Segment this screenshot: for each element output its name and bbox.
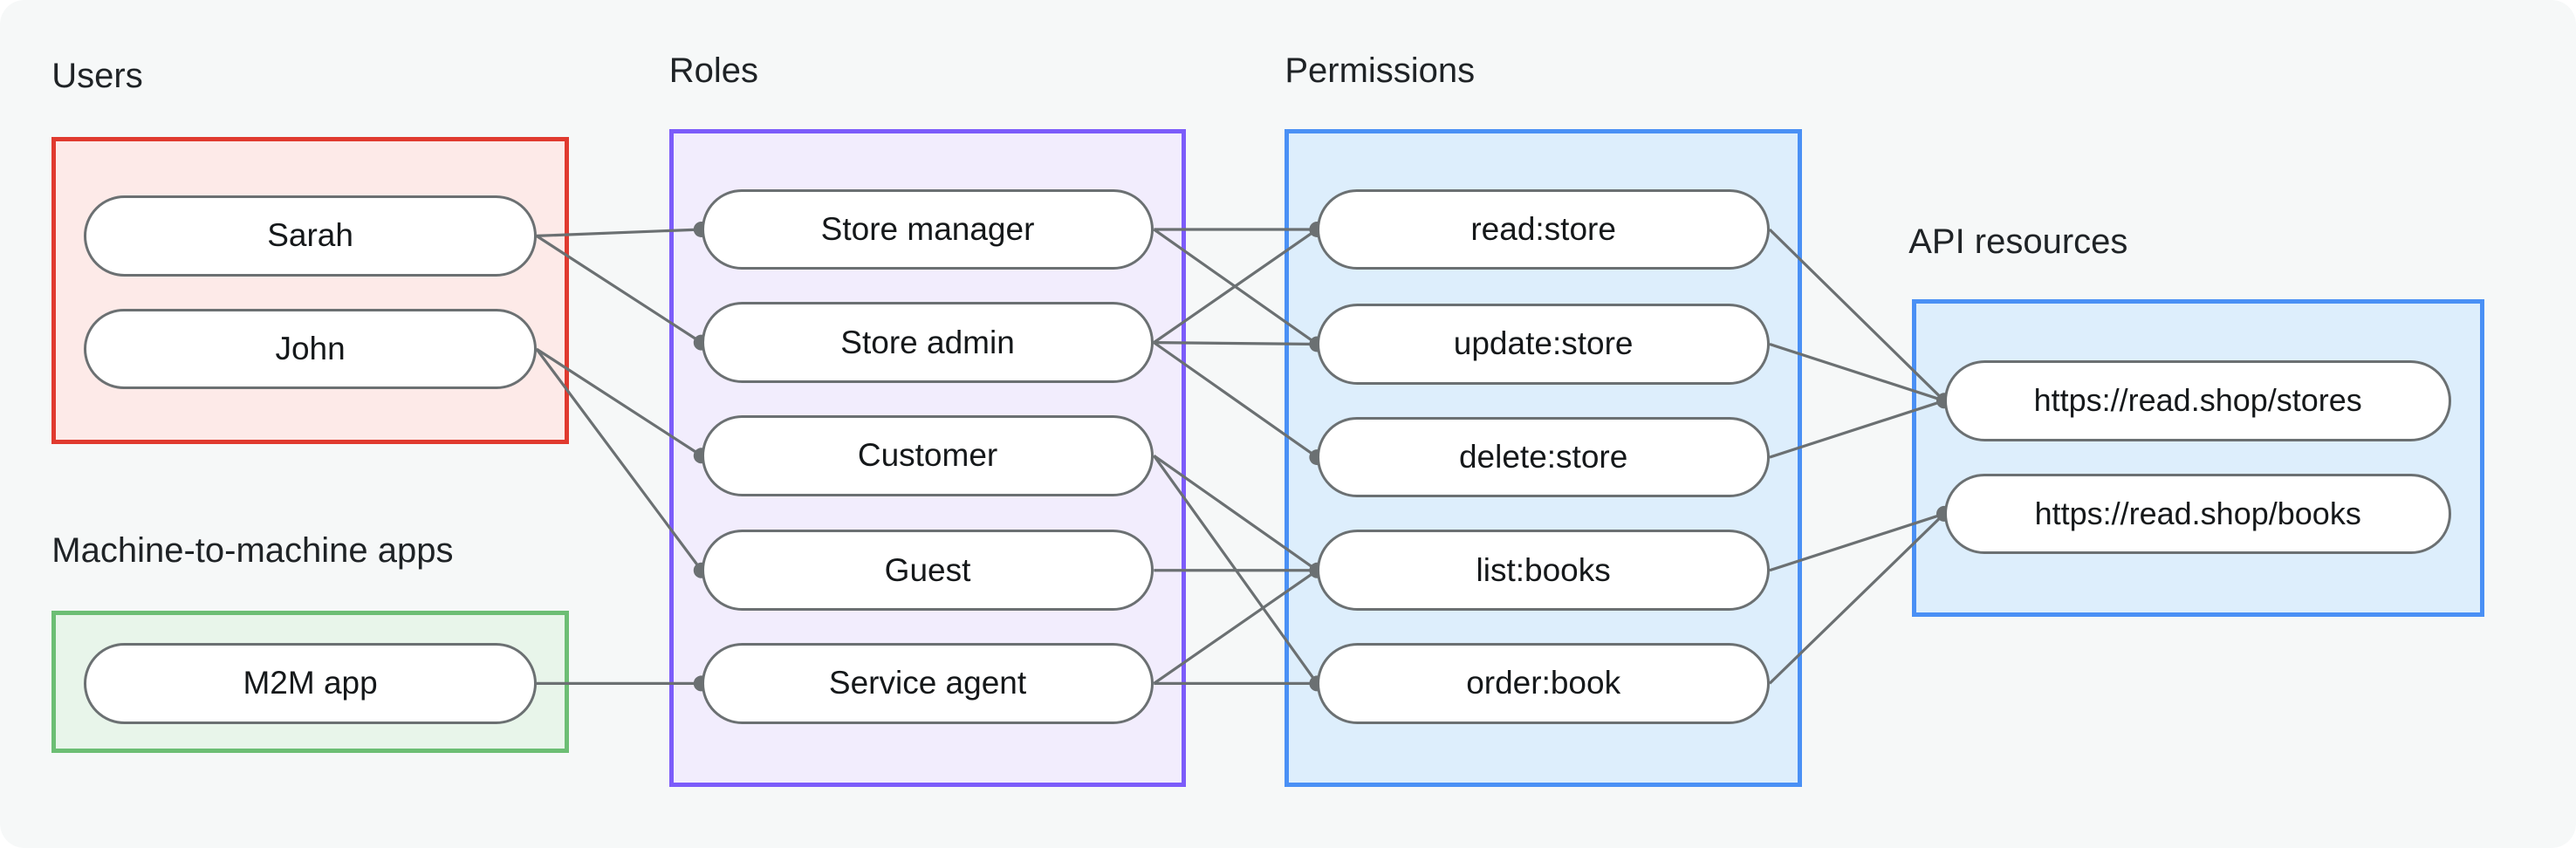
node-store-manager[interactable]: Store manager [701, 188, 1154, 270]
node-res-stores[interactable]: https://read.shop/stores [1943, 359, 2452, 441]
node-res-books[interactable]: https://read.shop/books [1943, 473, 2452, 555]
node-guest[interactable]: Guest [701, 530, 1154, 612]
group-label-m2m: Machine-to-machine apps [51, 531, 454, 571]
node-order-book[interactable]: order:book [1317, 643, 1770, 724]
node-sarah[interactable]: Sarah [84, 195, 537, 277]
node-delete-store[interactable]: delete:store [1317, 416, 1770, 498]
node-store-admin[interactable]: Store admin [701, 302, 1154, 383]
group-container-api-resources [1911, 298, 2484, 618]
group-label-permissions: Permissions [1285, 51, 1476, 91]
node-service-agent[interactable]: Service agent [701, 643, 1154, 724]
node-m2mapp[interactable]: M2M app [84, 643, 537, 724]
node-john[interactable]: John [84, 308, 537, 390]
node-customer[interactable]: Customer [701, 414, 1154, 496]
node-list-books[interactable]: list:books [1317, 530, 1770, 612]
node-update-store[interactable]: update:store [1317, 304, 1770, 385]
group-label-api-resources: API resources [1908, 222, 2128, 262]
group-label-roles: Roles [668, 51, 758, 91]
group-container-users [51, 137, 569, 445]
group-label-users: Users [51, 56, 143, 95]
node-read-store[interactable]: read:store [1317, 188, 1770, 270]
